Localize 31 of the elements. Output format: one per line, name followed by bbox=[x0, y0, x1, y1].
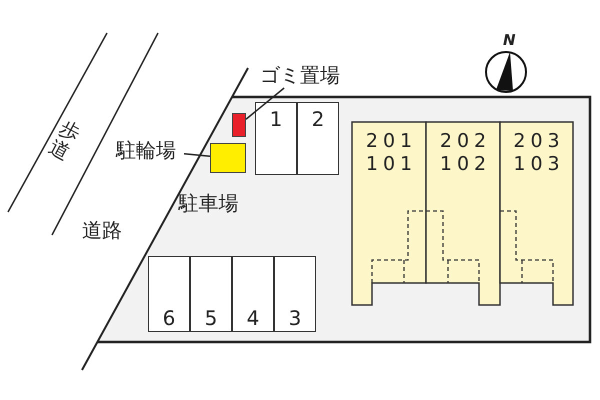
space-number: 3 bbox=[288, 308, 302, 328]
apartment-unit bbox=[352, 122, 426, 305]
apartment-unit bbox=[426, 122, 500, 305]
parking-space bbox=[232, 256, 274, 332]
space-number: 6 bbox=[162, 308, 176, 328]
room-number: 203 bbox=[513, 132, 565, 151]
parking-space bbox=[255, 102, 297, 175]
space-number: 2 bbox=[312, 109, 324, 129]
road-label: 歩道 bbox=[46, 116, 84, 164]
space-number: 5 bbox=[204, 308, 218, 328]
area-label: 駐車場 bbox=[178, 193, 238, 213]
road-label: 道路 bbox=[82, 220, 122, 240]
north-label: N bbox=[503, 33, 516, 48]
garbage-area bbox=[232, 113, 246, 137]
leader-line bbox=[246, 87, 285, 120]
bicycle-parking bbox=[210, 143, 246, 173]
space-number: 1 bbox=[270, 109, 282, 129]
parking-space bbox=[148, 256, 190, 332]
room-number: 201 bbox=[366, 132, 418, 151]
parking-space bbox=[297, 102, 339, 175]
callout-text: ゴミ置場 bbox=[260, 65, 340, 85]
callout-text: 駐輪場 bbox=[116, 140, 176, 160]
apartment-unit bbox=[500, 122, 573, 305]
room-number: 103 bbox=[513, 155, 565, 174]
leader-line bbox=[184, 152, 210, 157]
room-number: 102 bbox=[440, 155, 492, 174]
parking-space bbox=[190, 256, 232, 332]
parking-space bbox=[274, 256, 316, 332]
room-number: 202 bbox=[440, 132, 492, 151]
room-number: 101 bbox=[366, 155, 418, 174]
space-number: 4 bbox=[246, 308, 260, 328]
